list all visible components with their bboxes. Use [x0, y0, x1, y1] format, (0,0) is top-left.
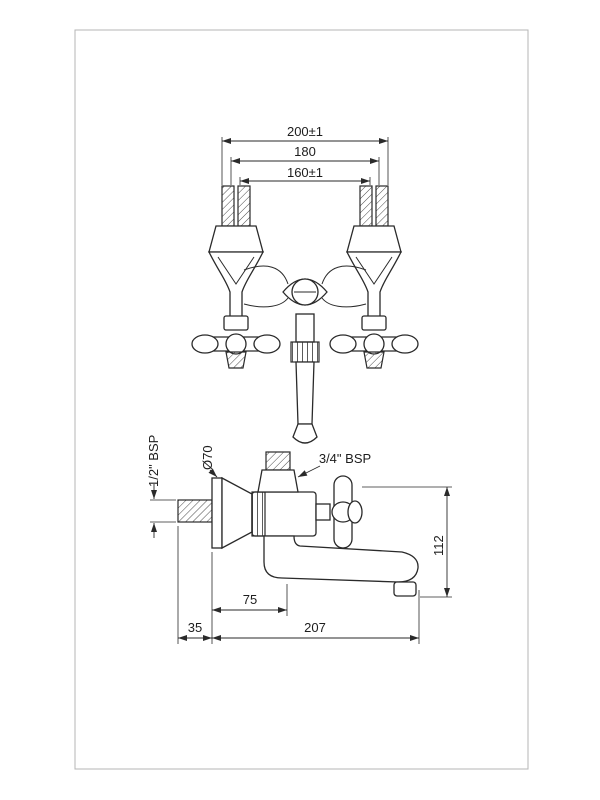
left-pillar-detail — [217, 256, 255, 285]
right-handle-lobe-right — [391, 334, 419, 354]
dim-200-label: 200±1 — [287, 124, 323, 139]
top-thread-label: 3/4" BSP — [319, 451, 371, 466]
right-inlet-tail-inner — [359, 185, 373, 227]
dim-35-label: 35 — [188, 620, 202, 635]
inlet-thread-label: 1/2" BSP — [146, 435, 161, 487]
spout-neck-front — [295, 313, 315, 343]
handle-stem-side — [315, 503, 331, 521]
flange-cone — [221, 476, 253, 550]
top-outlet-collar — [257, 469, 299, 493]
dim-75-label: 75 — [243, 592, 257, 607]
aerator-side — [393, 581, 417, 597]
left-handle-lobe-right — [253, 334, 281, 354]
bridge-right-top — [321, 265, 367, 285]
right-handle-lobe-left — [329, 334, 357, 354]
left-handle-lobe-left — [191, 334, 219, 354]
left-pillar — [207, 251, 265, 323]
front-view-dimensions: 200±1 180 160±1 — [221, 124, 389, 185]
right-handle-skirt — [363, 351, 385, 369]
right-pillar — [345, 251, 403, 323]
side-view-dimensions: 1/2" BSP Ø70 3/4" BSP 112 75 35 207 — [146, 435, 452, 644]
dim-207-label: 207 — [304, 620, 326, 635]
right-handle-hub — [363, 333, 385, 355]
dim-180-label: 180 — [294, 144, 316, 159]
bridge-left-top — [243, 265, 289, 285]
right-inlet-tail-outer — [375, 185, 389, 227]
right-valve-collar — [361, 315, 387, 331]
left-valve-collar — [223, 315, 249, 331]
bridge-right-bottom — [321, 297, 367, 308]
dim-160-label: 160±1 — [287, 165, 323, 180]
spout-side — [263, 535, 419, 583]
left-inlet-tail-outer — [221, 185, 235, 227]
spout-tube-front — [295, 361, 315, 425]
dim-height-label: 112 — [431, 535, 446, 556]
front-view-faucet — [191, 185, 419, 444]
spout-collar-front — [290, 341, 320, 363]
right-pillar-detail — [355, 256, 393, 285]
left-handle-hub — [225, 333, 247, 355]
wall-inlet-stub — [177, 499, 213, 523]
spout-tip-front — [292, 423, 318, 444]
left-handle-skirt — [225, 351, 247, 369]
left-escutcheon — [208, 225, 264, 253]
wall-flange-plate — [211, 477, 223, 549]
body-rib-band — [251, 491, 266, 537]
drawing-border — [74, 29, 529, 770]
side-view-faucet — [177, 451, 419, 597]
left-inlet-tail-inner — [237, 185, 251, 227]
bridge-left-bottom — [243, 297, 289, 308]
handle-front-lobe-side — [347, 500, 363, 524]
right-escutcheon — [346, 225, 402, 253]
flange-diameter-label: Ø70 — [200, 445, 215, 470]
top-outlet-thread — [265, 451, 291, 471]
